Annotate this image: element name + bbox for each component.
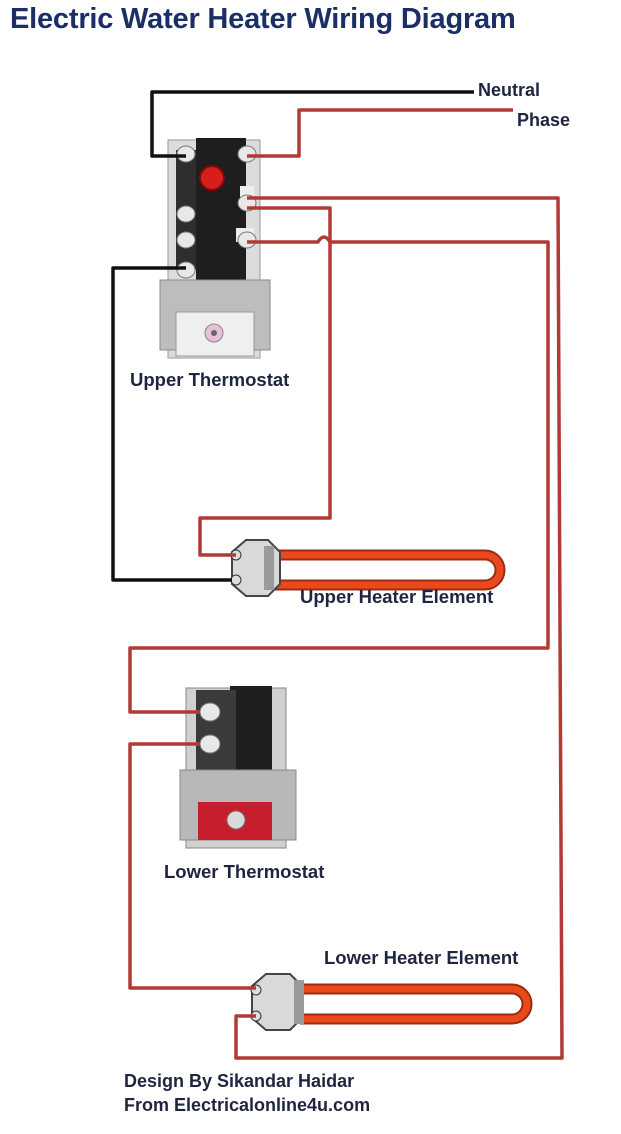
upper-thermostat-label: Upper Thermostat [130,369,290,390]
phase-wires [128,108,564,1060]
lower-heater-element [250,973,533,1031]
designer-credit: Design By Sikandar Haidar [124,1071,355,1091]
reset-button-icon [199,165,225,191]
upper-thermostat-terminal-icon [176,145,257,279]
diagram-title: Electric Water Heater Wiring Diagram [10,3,516,35]
upper-thermostat [159,138,271,359]
lower-thermostat [179,686,297,849]
upper-heater-element-label: Upper Heater Element [300,586,494,607]
neutral-wires [111,90,474,582]
lower-thermostat-terminal-icon [199,702,221,754]
lower-thermostat-label: Lower Thermostat [164,861,325,882]
lower-heater-element-label: Lower Heater Element [324,947,519,968]
neutral-label: Neutral [478,80,541,100]
phase-label: Phase [517,110,571,130]
upper-heater-element [230,539,506,597]
source-credit: From Electricalonline4u.com [124,1095,371,1115]
